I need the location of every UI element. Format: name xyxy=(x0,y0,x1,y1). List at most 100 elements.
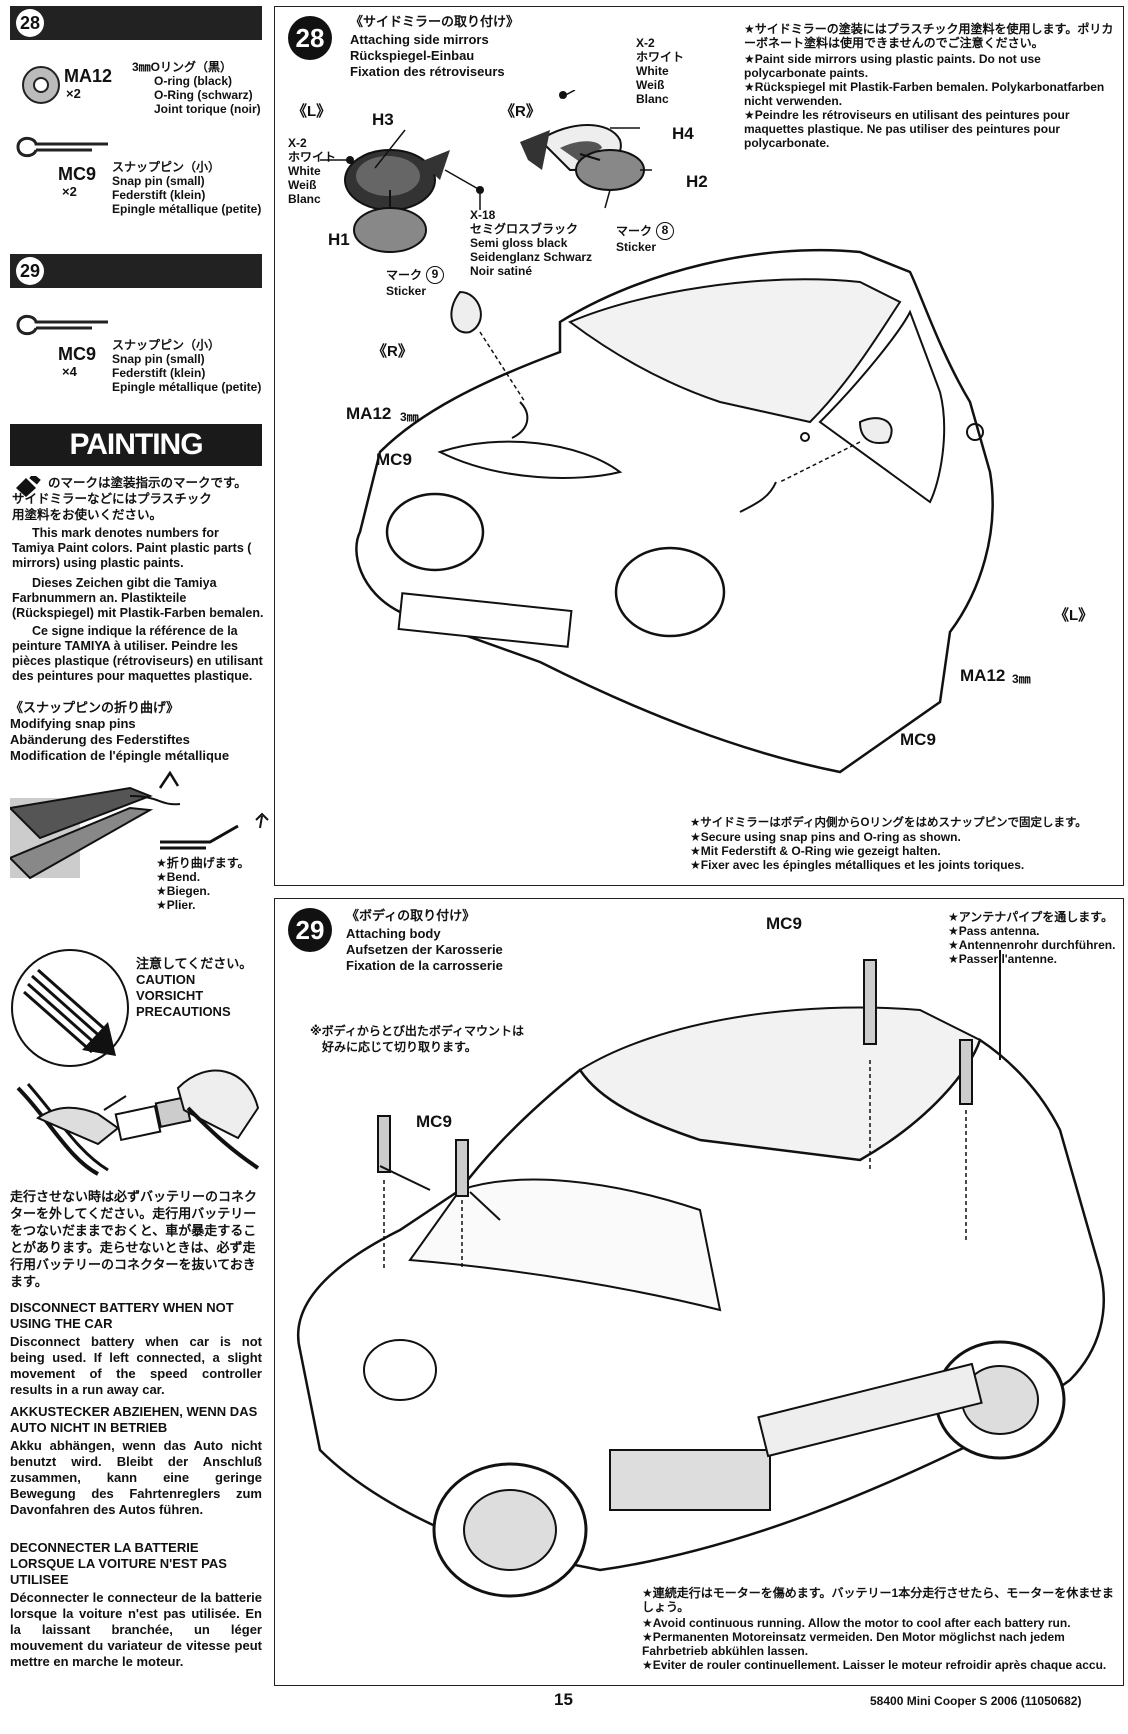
sticker-8-number: 8 xyxy=(656,222,674,240)
step-28-title-en: Attaching side mirrors xyxy=(350,32,489,47)
ma12-qty: ×2 xyxy=(66,86,81,101)
ma12-size-2: 3㎜ xyxy=(1012,672,1031,686)
mirror-paint-note-fr: ★Peindre les rétroviseurs en utilisant d… xyxy=(744,108,1070,150)
paint-x2-right-3: Weiß xyxy=(636,78,665,92)
ma12-fr: Joint torique (noir) xyxy=(154,102,261,116)
paint-x18-1: セミグロスブラック xyxy=(470,222,579,236)
mirror-paint-note-de: ★Rückspiegel mit Plastik-Farben bemalen.… xyxy=(744,80,1105,108)
antenna-note-en: ★Pass antenna. xyxy=(948,924,1040,938)
painting-en: This mark denotes numbers for Tamiya Pai… xyxy=(12,526,252,570)
snap-modify-fr: Modification de l'épingle métallique xyxy=(10,748,230,763)
continuous-run-note-de: ★Permanenten Motoreinsatz vermeiden. Den… xyxy=(642,1630,1065,1658)
mount-note-2: 好みに応じて切り取ります。 xyxy=(322,1040,477,1054)
paint-x2-right-0: X-2 xyxy=(636,36,655,50)
ma12-code: MA12 xyxy=(64,66,113,86)
mc9-label-a: MC9 xyxy=(766,914,802,933)
mc9-jp: スナップピン（小） xyxy=(112,160,221,174)
battery-connector-illustration xyxy=(16,1069,260,1176)
mc9-fr: Epingle métallique (petite) xyxy=(112,202,262,216)
continuous-run-note-en: ★Avoid continuous running. Allow the mot… xyxy=(642,1616,1071,1630)
mc9-qty: ×2 xyxy=(62,184,77,199)
mc9-code: MC9 xyxy=(58,164,97,184)
label-r-2: 《R》 xyxy=(372,343,413,360)
bend-fr: ★Plier. xyxy=(156,898,196,912)
ma12-size: 3㎜ xyxy=(400,410,419,424)
mc9-label: MC9 xyxy=(376,450,412,469)
antenna-note-de: ★Antennenrohr durchführen. xyxy=(948,938,1116,952)
paint-x18-2: Semi gloss black xyxy=(470,236,568,250)
caution-jp-body: 走行させない時は必ずバッテリーのコネクターを外してください。走行用バッテリーをつ… xyxy=(10,1189,258,1289)
caution-en: CAUTION xyxy=(136,972,196,987)
part-h1: H1 xyxy=(328,230,350,249)
mc9-fr: Epingle métallique (petite) xyxy=(112,380,262,394)
paint-x2-left-3: Weiß xyxy=(288,178,317,192)
continuous-run-note-fr: ★Eviter de rouler continuellement. Laiss… xyxy=(642,1658,1107,1672)
mc9-label-2: MC9 xyxy=(900,730,936,749)
disconnect-body-en: Disconnect battery when car is not being… xyxy=(10,1334,262,1397)
bend-de: ★Biegen. xyxy=(156,884,211,898)
snap-pin-icon xyxy=(16,314,108,336)
part-h4: H4 xyxy=(672,124,694,143)
mc9-qty: ×4 xyxy=(62,364,77,379)
paint-x2-right-4: Blanc xyxy=(636,92,669,106)
label-r: 《R》 xyxy=(500,103,541,120)
snap-pin-icon xyxy=(16,136,108,158)
step-28-number: 28 xyxy=(288,16,332,60)
snap-modify-jp: 《スナップピンの折り曲げ》 xyxy=(10,700,180,715)
secure-note-de: ★Mit Federstift & O-Ring wie gezeigt hal… xyxy=(690,844,941,858)
label-l: 《L》 xyxy=(292,103,332,120)
mirror-parts-drawing xyxy=(320,90,652,253)
disconnect-title-de: AKKUSTECKER ABZIEHEN, WENN DAS AUTO NICH… xyxy=(10,1404,258,1435)
bend-jp: ★折り曲げます。 xyxy=(156,856,250,870)
mc9-label-b: MC9 xyxy=(416,1112,452,1131)
mc9-de: Federstift (klein) xyxy=(112,188,206,202)
mc9-en: Snap pin (small) xyxy=(112,352,205,366)
caution-circle-icon xyxy=(11,949,129,1067)
continuous-run-note-jp: ★連続走行はモーターを傷めます。バッテリー1本分走行させたら、モーターを休ませま… xyxy=(642,1586,1114,1614)
mc9-de: Federstift (klein) xyxy=(112,366,206,380)
part-h3: H3 xyxy=(372,110,394,129)
mirror-paint-note-jp: ★サイドミラーの塗装にはプラスチック用塗料を使用します。ポリカーボネート塗料は使… xyxy=(744,22,1114,50)
product-code: 58400 Mini Cooper S 2006 (11050682) xyxy=(870,1694,1082,1708)
part-h2: H2 xyxy=(686,172,708,191)
step-28-header: 28 xyxy=(10,6,262,40)
ma12-jp: 3㎜Oリング（黒） xyxy=(132,60,233,74)
step-29-title-de: Aufsetzen der Karosserie xyxy=(346,942,503,957)
painting-jp-3: 用塗料をお使いください。 xyxy=(12,508,163,522)
paint-drop-icon xyxy=(16,476,41,497)
step-29-title-jp: 《ボディの取り付け》 xyxy=(346,908,476,923)
caution-fr: PRECAUTIONS xyxy=(136,1004,231,1019)
snap-modify-en: Modifying snap pins xyxy=(10,716,136,731)
mc9-code: MC9 xyxy=(58,344,97,364)
painting-fr: Ce signe indique la référence de la pein… xyxy=(12,624,263,683)
sticker-9-en: Sticker xyxy=(386,284,427,298)
car-body-step28-drawing xyxy=(355,248,994,774)
step-29-title-fr: Fixation de la carrosserie xyxy=(346,958,503,973)
paint-x2-left-4: Blanc xyxy=(288,192,321,206)
caution-de: VORSICHT xyxy=(136,988,204,1003)
step-28-title-fr: Fixation des rétroviseurs xyxy=(350,64,505,79)
ma12-de: O-Ring (schwarz) xyxy=(154,88,253,102)
step-29-header: 29 xyxy=(10,254,262,288)
secure-note-fr: ★Fixer avec les épingles métalliques et … xyxy=(690,858,1025,872)
sticker-8-label: マーク xyxy=(616,224,653,238)
painting-banner: PAINTING xyxy=(10,424,262,466)
step-29-title-en: Attaching body xyxy=(346,926,441,941)
sticker-9-label: マーク xyxy=(386,268,423,282)
page-number: 15 xyxy=(554,1690,573,1709)
mirror-paint-note-en: ★Paint side mirrors using plastic paints… xyxy=(744,52,1041,80)
paint-x18-4: Noir satiné xyxy=(470,264,533,278)
antenna-note-jp: ★アンテナパイプを通します。 xyxy=(948,910,1114,924)
disconnect-title-en: DISCONNECT BATTERY WHEN NOT USING THE CA… xyxy=(10,1300,234,1331)
mc9-en: Snap pin (small) xyxy=(112,174,205,188)
step-number: 28 xyxy=(16,9,44,37)
painting-jp-1: のマークは塗装指示のマークです。 xyxy=(48,476,247,490)
secure-note-en: ★Secure using snap pins and O-ring as sh… xyxy=(690,830,961,844)
car-body-step29-drawing xyxy=(296,950,1105,1598)
step-28-title-de: Rückspiegel-Einbau xyxy=(350,48,475,63)
caution-jp: 注意してください。 xyxy=(136,956,253,971)
step-28-title-jp: 《サイドミラーの取り付け》 xyxy=(350,14,520,29)
ma12-en: O-ring (black) xyxy=(154,74,233,88)
paint-x18-0: X-18 xyxy=(470,208,496,222)
paint-x2-left-1: ホワイト xyxy=(288,150,337,164)
